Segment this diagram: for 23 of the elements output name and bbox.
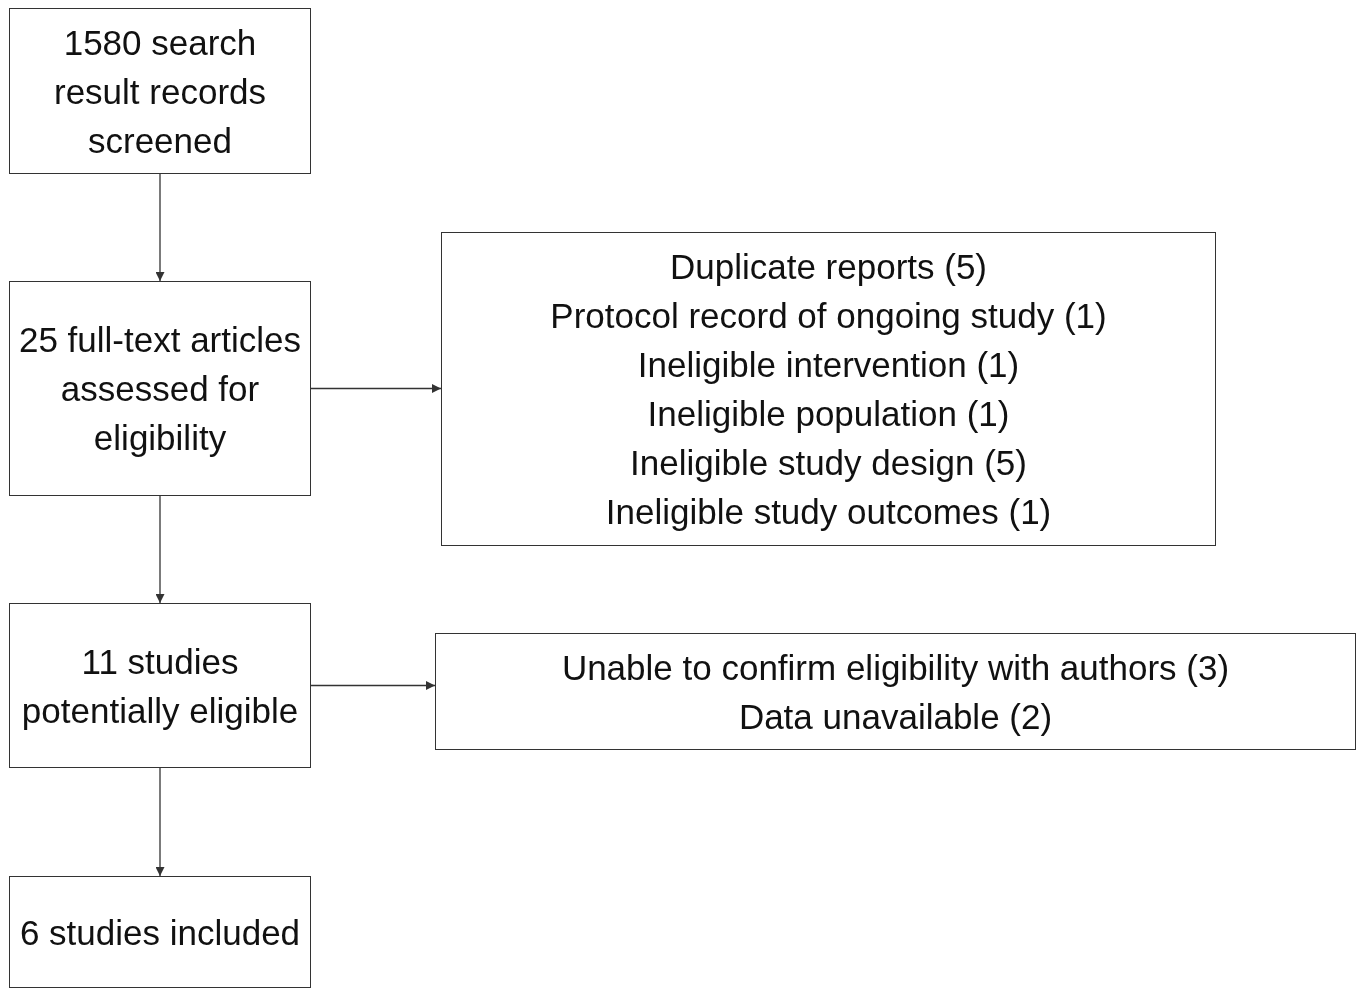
arrow — [155, 495, 165, 604]
arrow — [310, 384, 442, 393]
box-text: Ineligible population (1) — [647, 393, 1010, 435]
box-text: Ineligible study outcomes (1) — [605, 491, 1052, 533]
process-box — [9, 281, 311, 496]
box-text: Unable to confirm eligibility with authors (3) — [561, 646, 1230, 689]
process-box — [441, 232, 1216, 546]
process-box — [9, 8, 311, 174]
arrow — [155, 173, 165, 282]
box-text: 6 studies included — [19, 911, 301, 954]
box-text: 25 full-text articles assessed for eligibility — [18, 319, 302, 459]
arrow — [155, 767, 165, 877]
box-text: Ineligible study design (5) — [630, 442, 1027, 484]
box-text: Protocol record of ongoing study (1) — [550, 295, 1107, 337]
box-text: Ineligible intervention (1) — [637, 344, 1020, 386]
box-text: Duplicate reports (5) — [669, 246, 988, 288]
box-text: 11 studies potentially eligible — [20, 640, 300, 732]
process-box — [9, 603, 311, 768]
process-box — [9, 876, 311, 988]
process-box — [435, 633, 1356, 750]
box-text: 1580 search result records screened — [53, 21, 267, 162]
box-text: Data unavailable (2) — [738, 695, 1053, 738]
arrow — [310, 681, 436, 690]
